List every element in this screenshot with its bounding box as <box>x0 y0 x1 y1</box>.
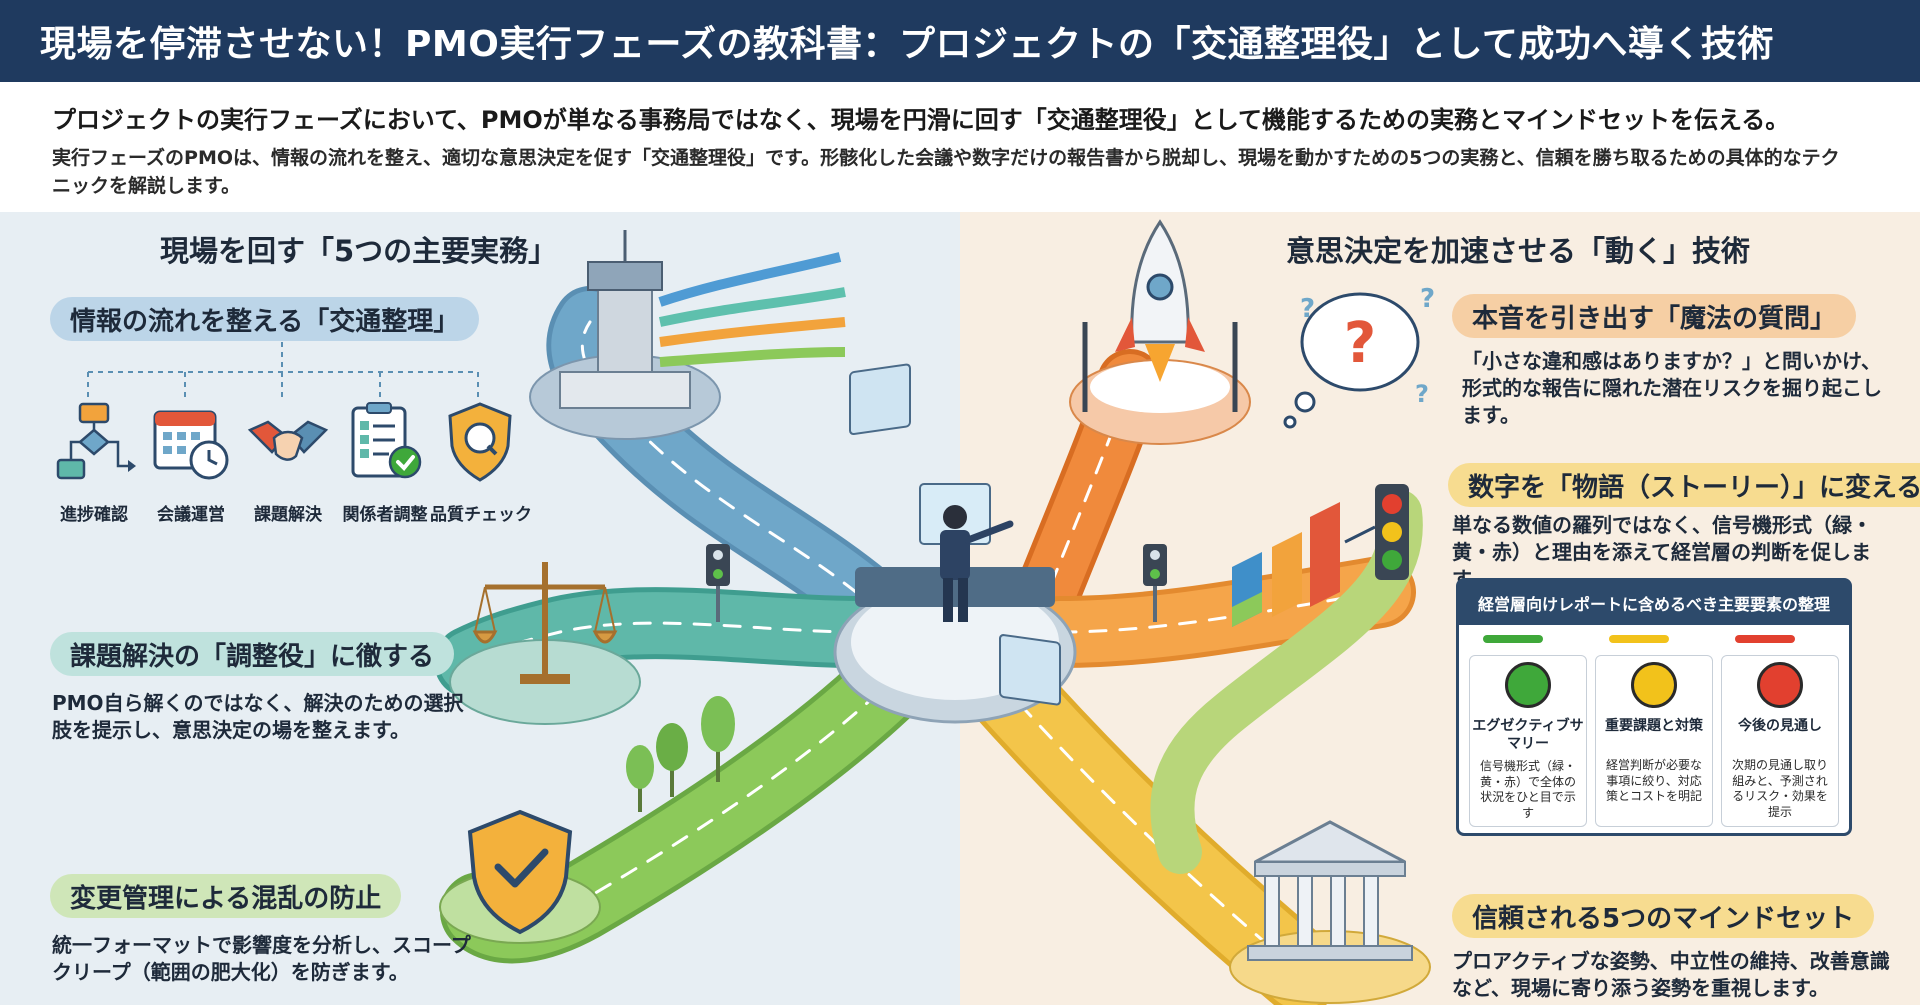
report-item-name: 今後の見通し <box>1738 718 1822 734</box>
status-bar-red <box>1735 635 1795 643</box>
handshake-icon <box>247 420 329 461</box>
quality-badge-icon <box>448 402 512 482</box>
report-item-name: エグゼクティブサマリー <box>1472 718 1584 752</box>
task-label: 課題解決 <box>254 505 322 525</box>
flowchart-icon <box>56 402 136 480</box>
task-label: 品質チェック <box>430 505 532 525</box>
report-item-outlook: 今後の見通し 次期の見通し取り組みと、予測されるリスク・効果を提示 <box>1721 655 1839 827</box>
svg-text:?: ? <box>1420 284 1435 314</box>
task-meeting: 会議運営 <box>141 400 241 525</box>
traffic-light-left <box>706 544 730 622</box>
executive-report-card: 経営層向けレポートに含めるべき主要要素の整理 エグゼクティブサマリー 信号機形式… <box>1456 578 1852 836</box>
rocket-illustration <box>1069 219 1251 445</box>
magic-question-title: 本音を引き出す「魔法の質問」 <box>1452 294 1857 338</box>
bar-chart-illustration <box>1232 484 1409 627</box>
mindset-text: プロアクティブな姿勢、中立性の維持、改善意識など、現場に寄り添う姿勢を重視します… <box>1452 949 1890 1000</box>
issue-coordinator-text: PMO自ら解くのではなく、解決のための選択肢を提示し、意思決定の場を整えます。 <box>52 691 464 742</box>
intro-lead: プロジェクトの実行フェーズにおいて、PMOが単なる事務局ではなく、現場を円滑に回… <box>52 106 1790 134</box>
report-item-summary: エグゼクティブサマリー 信号機形式（緑・黄・赤）で全体の状況をひと目で示す <box>1469 655 1587 827</box>
title-bar: 現場を停滞させない！PMO実行フェーズの教科書：プロジェクトの「交通整理役」とし… <box>0 0 1920 82</box>
yellow-lamp-icon <box>1631 662 1677 708</box>
control-tower <box>529 230 846 440</box>
checklist-icon <box>351 402 422 479</box>
road-orange-right <box>1024 556 1416 668</box>
task-icon-row: 進捗確認 会議運営 課題解決 関係者調整 <box>44 400 544 540</box>
trees-illustration <box>626 696 735 812</box>
report-item-name: 重要課題と対策 <box>1605 718 1703 734</box>
report-card-title: 経営層向けレポートに含めるべき主要要素の整理 <box>1459 581 1849 625</box>
change-management-title: 変更管理による混乱の防止 <box>50 874 402 918</box>
traffic-light-right <box>1143 544 1167 622</box>
traffic-control-title: 情報の流れを整える「交通整理」 <box>50 297 480 341</box>
task-stakeholder: 関係者調整 <box>335 400 435 525</box>
report-item-desc: 経営判断が必要な事項に絞り、対応策とコストを明記 <box>1605 758 1702 804</box>
road-network-illustration: ? ? ? ? <box>87 219 1435 1005</box>
svg-text:?: ? <box>1415 380 1429 408</box>
report-item-issues: 重要課題と対策 経営判断が必要な事項に絞り、対応策とコストを明記 <box>1595 655 1713 827</box>
svg-text:?: ? <box>1300 294 1315 324</box>
task-quality: 品質チェック <box>430 400 532 525</box>
task-label: 進捗確認 <box>60 505 128 525</box>
shield-illustration <box>439 809 601 944</box>
issue-coordinator-title: 課題解決の「調整役」に徹する <box>50 632 455 676</box>
change-management-text: 統一フォーマットで影響度を分析し、スコープクリープ（範囲の肥大化）を防ぎます。 <box>52 933 471 984</box>
mindset-title: 信頼される5つのマインドセット <box>1452 894 1875 938</box>
magic-question-text: 「小さな違和感はありますか？」と問いかけ、形式的な報告に隠れた潜在リスクを掘り起… <box>1462 349 1882 427</box>
status-bar-yellow <box>1609 635 1669 643</box>
task-label: 関係者調整 <box>342 505 428 525</box>
story-report-text: 単なる数値の羅列ではなく、信号機形式（緑・黄・赤）と理由を添えて経営層の判断を促… <box>1452 513 1872 591</box>
right-section-heading: 意思決定を加速させる「動く」技術 <box>1286 234 1751 268</box>
left-section-heading: 現場を回す「5つの主要実務」 <box>160 234 558 268</box>
report-status-bars <box>1473 635 1837 645</box>
task-issue: 課題解決 <box>238 400 338 525</box>
svg-text:?: ? <box>1344 311 1376 376</box>
calendar-clock-icon <box>153 410 229 480</box>
report-item-desc: 信号機形式（緑・黄・赤）で全体の状況をひと目で示す <box>1479 759 1576 820</box>
building-illustration <box>1229 820 1431 1004</box>
scales-illustration <box>449 562 641 725</box>
status-bar-green <box>1483 635 1543 643</box>
task-label: 会議運営 <box>157 505 225 525</box>
task-connectors <box>87 342 479 397</box>
intro-description: 実行フェーズのPMOは、情報の流れを整え、適切な意思決定を促す「交通整理役」です… <box>52 147 1840 197</box>
red-lamp-icon <box>1757 662 1803 708</box>
story-report-title: 数字を「物語（ストーリー）」に変える報告 <box>1448 463 1920 507</box>
road-yellow <box>958 640 1342 1005</box>
green-lamp-icon <box>1505 662 1551 708</box>
central-hub <box>833 363 1077 724</box>
intro-section: プロジェクトの実行フェーズにおいて、PMOが単なる事務局ではなく、現場を円滑に回… <box>0 82 1920 212</box>
task-progress: 進捗確認 <box>44 400 144 525</box>
question-bubble-illustration: ? ? ? ? <box>1283 284 1435 429</box>
page-title: 現場を停滞させない！PMO実行フェーズの教科書：プロジェクトの「交通整理役」とし… <box>40 24 1774 65</box>
report-item-desc: 次期の見通し取り組みと、予測されるリスク・効果を提示 <box>1731 758 1828 819</box>
